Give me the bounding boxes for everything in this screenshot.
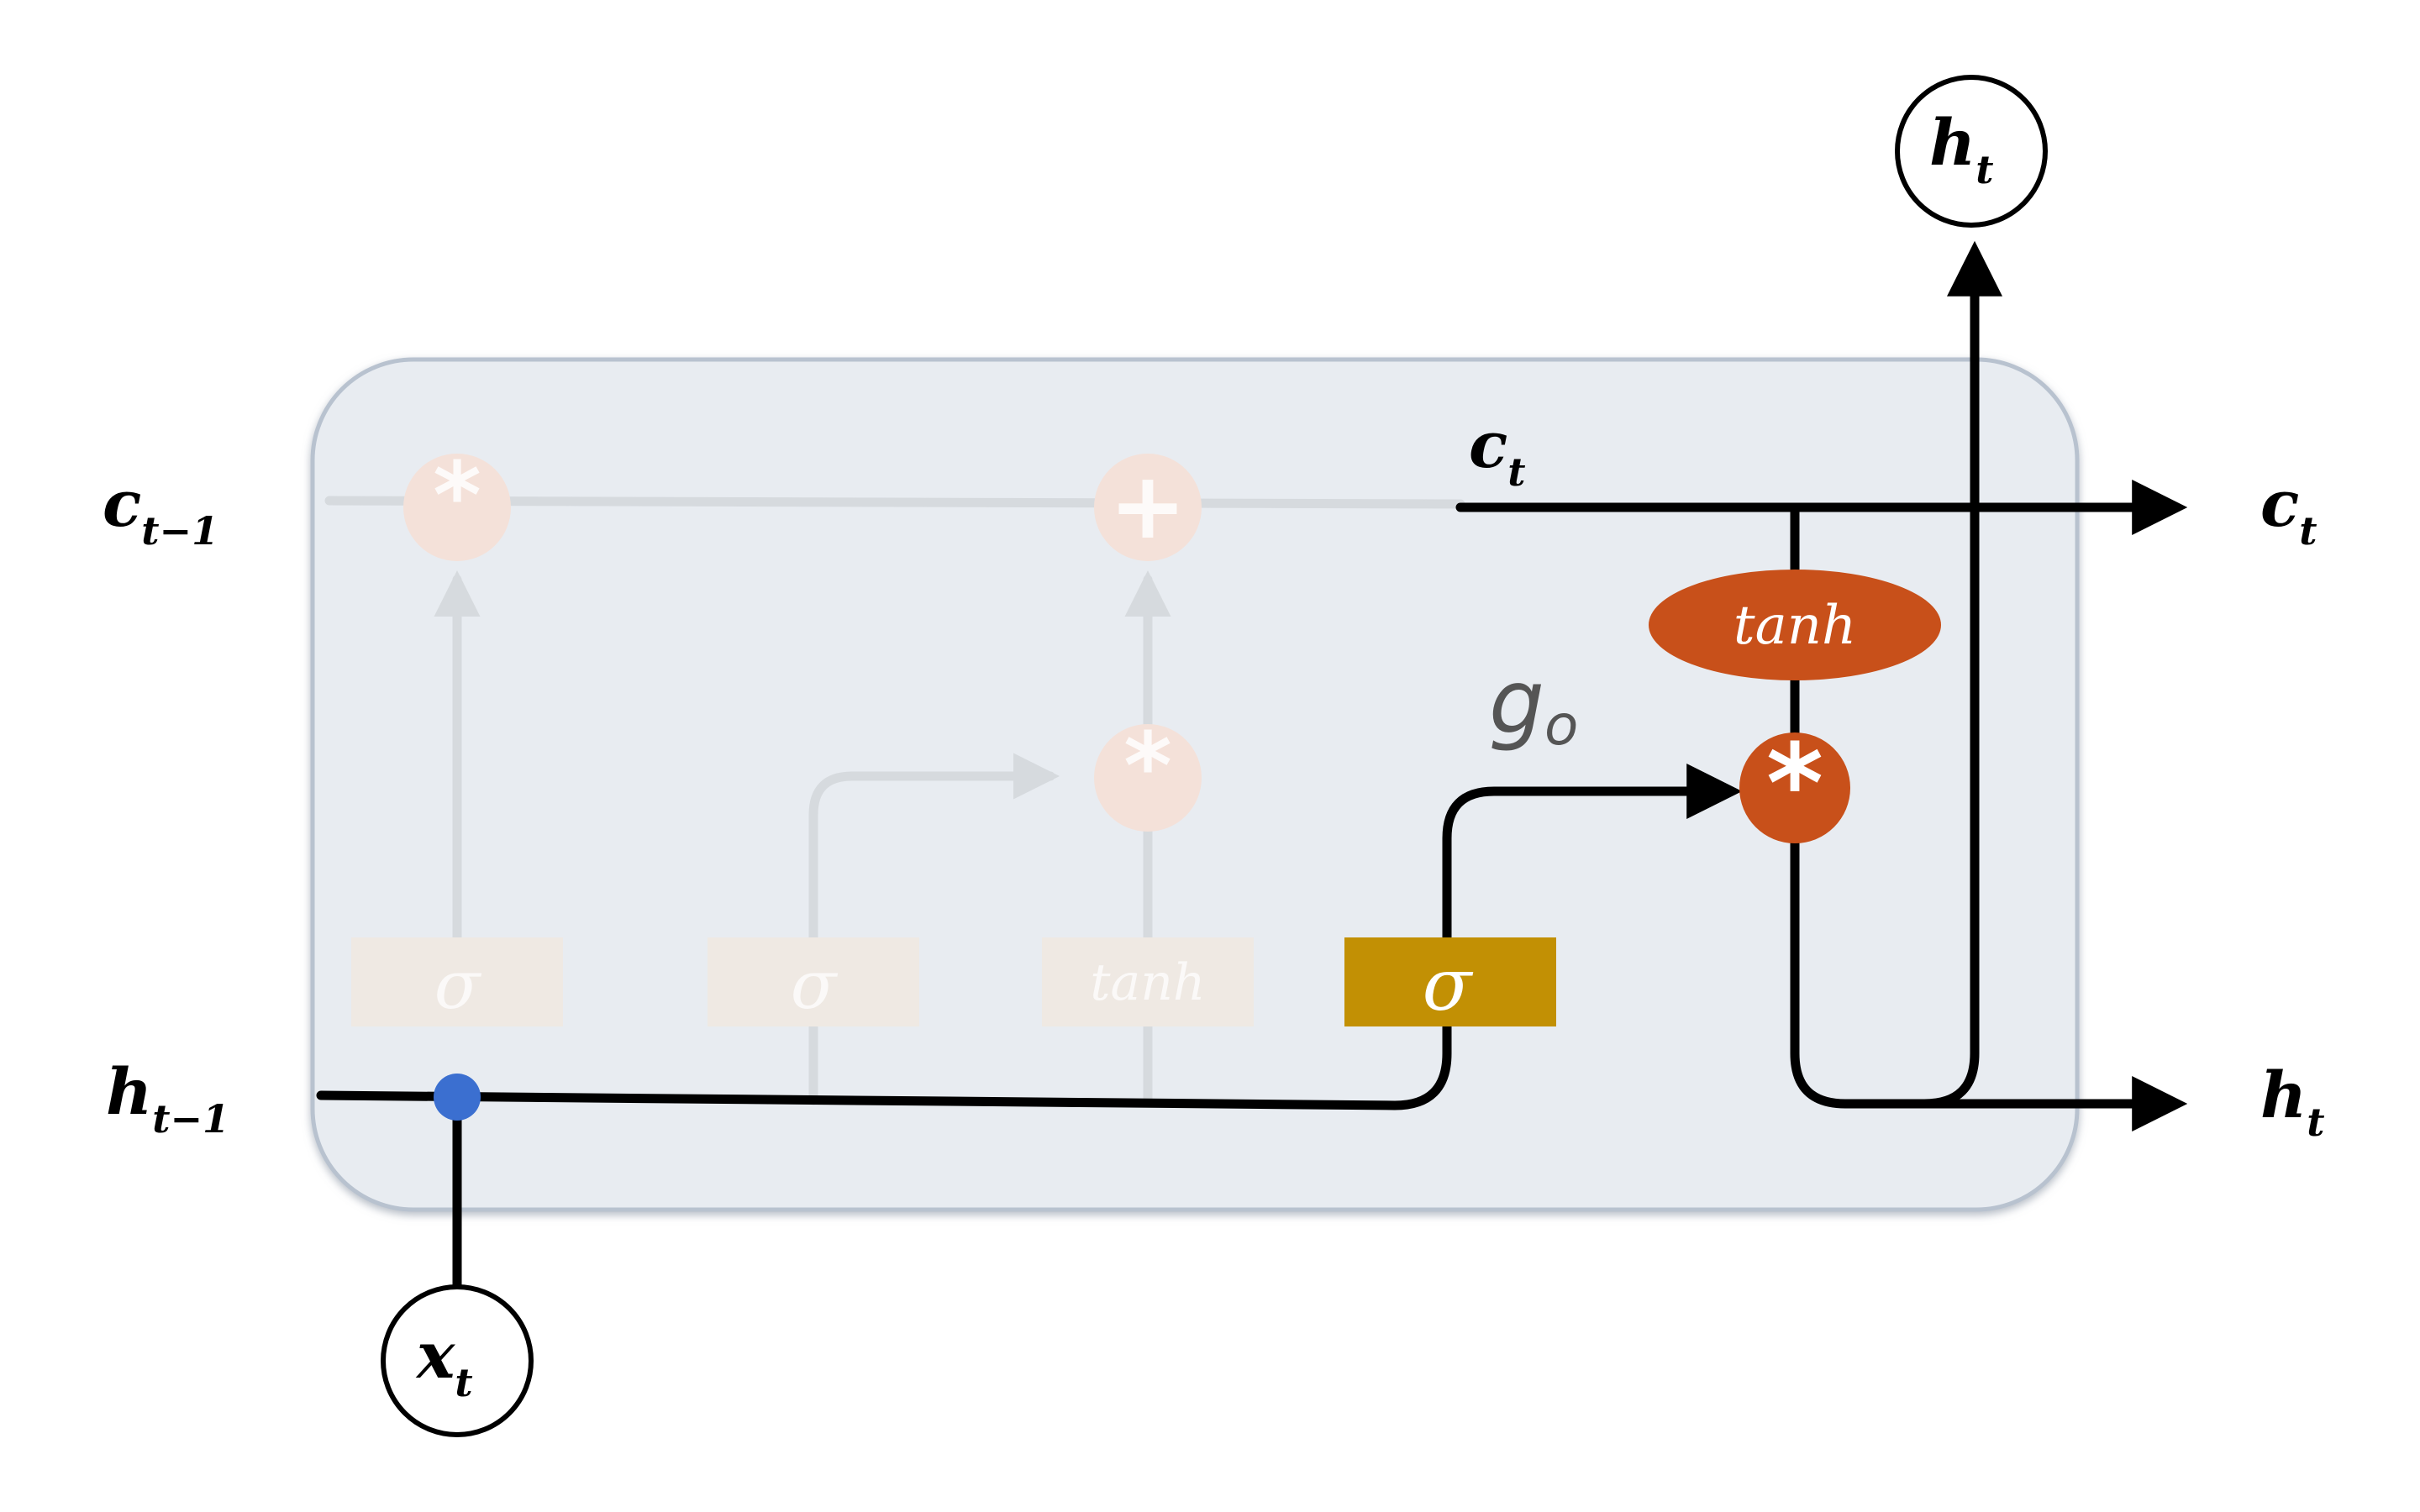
cell-state-inner-label: ct	[1469, 407, 1526, 495]
input-multiply-op	[1094, 724, 1202, 832]
forget-multiply-symbol: *	[433, 442, 481, 549]
output-multiply-symbol: *	[1766, 720, 1823, 848]
forget-gate-label: σ	[434, 946, 482, 1024]
input-x-node	[381, 1284, 534, 1437]
forget-gate	[351, 937, 563, 1026]
output-tanh-label: tanh	[1733, 595, 1856, 657]
cell-state-out-label: ct	[2260, 466, 2317, 554]
input-x-label: xt	[415, 1318, 473, 1405]
output-multiply-op	[1739, 732, 1850, 843]
hidden-state-out-label: ht	[2260, 1058, 2325, 1145]
input-multiply-symbol: *	[1123, 712, 1172, 820]
candidate-gate-label: tanh	[1090, 953, 1205, 1012]
input-gate	[708, 937, 919, 1026]
hidden-state-top-label: ht	[1929, 105, 1994, 192]
candidate-gate	[1042, 937, 1254, 1026]
forget-multiply-op	[403, 454, 511, 561]
hidden-state-prev-label: ht−1	[106, 1054, 229, 1142]
hidden-state-top-node	[1895, 75, 2048, 228]
output-gate	[1344, 937, 1556, 1026]
active-paths	[316, 240, 2188, 1294]
junction-dot	[434, 1074, 481, 1121]
output-tanh	[1649, 570, 1941, 680]
output-gate-signal-label: go	[1489, 651, 1578, 758]
input-gate-label: σ	[791, 946, 839, 1024]
faded-cell-paths	[324, 496, 1465, 1105]
add-op	[1094, 454, 1202, 561]
add-symbol: +	[1109, 452, 1186, 559]
output-gate-label: σ	[1423, 943, 1474, 1027]
cell-state-prev-label: ct−1	[103, 466, 218, 554]
